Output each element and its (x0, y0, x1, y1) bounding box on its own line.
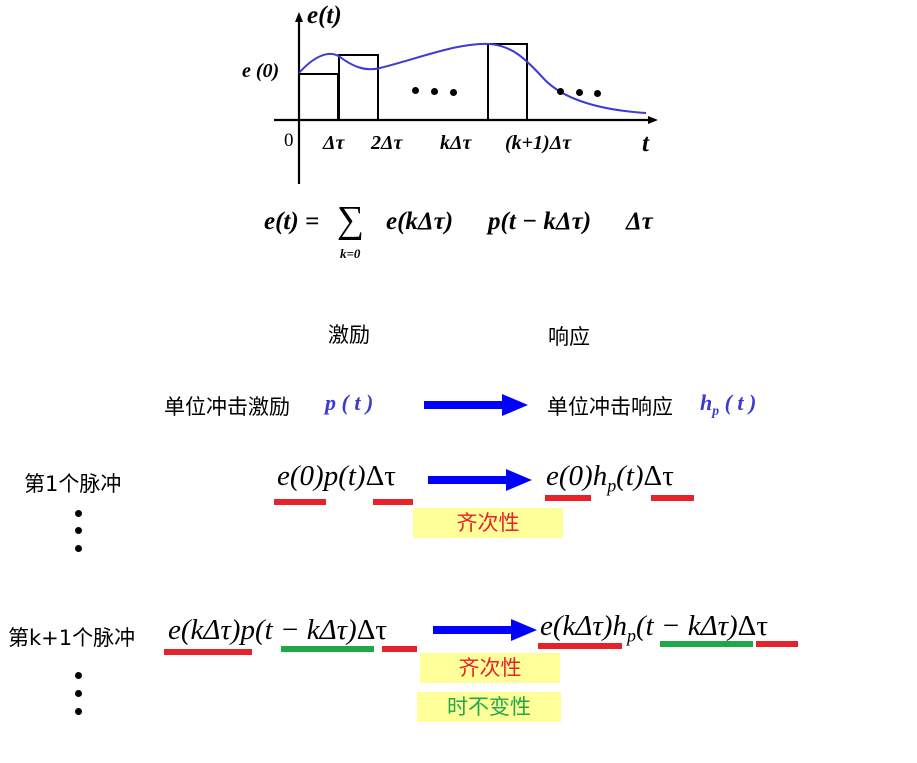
pulse1-output: e(0)hp(t)Δτ (546, 460, 674, 496)
time-invariance-tag: 时不变性 (417, 692, 561, 722)
ellipsis-dot (450, 89, 457, 96)
formula-term2: p(t − kΔτ) (488, 208, 592, 235)
pulsek-input: e(kΔτ)p(t − kΔτ)Δτ (168, 614, 388, 646)
ellipsis-dot (557, 88, 564, 95)
underline-red (545, 495, 591, 501)
header-response: 响应 (548, 325, 590, 349)
formula-term3: Δτ (626, 208, 653, 235)
pulse1-label: 第1个脉冲 (24, 472, 122, 496)
tick-k1dt: (k+1)Δτ (505, 132, 572, 154)
e0-label: e (0) (242, 60, 280, 82)
underline-red (651, 495, 694, 501)
underline-red (538, 643, 622, 649)
pulsek-label: 第k+1个脉冲 (8, 626, 136, 650)
tick-kdt: kΔτ (440, 132, 472, 154)
y-axis-label: e(t) (307, 2, 342, 29)
unit-response-symbol: hp ( t ) (700, 390, 757, 418)
pulse1-input: e(0)p(t)Δτ (277, 460, 396, 492)
unit-response-label: 单位冲击响应 (547, 395, 673, 419)
origin-label: 0 (284, 130, 294, 151)
tick-dt: Δτ (323, 132, 345, 154)
homogeneity-tag: 齐次性 (420, 653, 560, 683)
formula-term1: e(kΔτ) (386, 208, 454, 235)
sum-lower: k=0 (340, 246, 361, 261)
sum-symbol: ∑ (337, 199, 365, 241)
underline-red (164, 649, 252, 655)
underline-red (274, 499, 326, 505)
formula-lhs: e(t) = (264, 208, 320, 235)
underline-red (756, 641, 798, 647)
vertical-ellipsis-dot (75, 708, 82, 715)
vertical-ellipsis-dot (75, 527, 82, 534)
ellipsis-dot (431, 88, 438, 95)
arrow-icon (433, 619, 537, 641)
vertical-ellipsis-dot (75, 545, 82, 552)
vertical-ellipsis-dot (75, 510, 82, 517)
ellipsis-dot (576, 89, 583, 96)
vertical-ellipsis-dot (75, 672, 82, 679)
ellipsis-dot (412, 87, 419, 94)
arrow-icon (428, 469, 532, 491)
header-excitation: 激励 (328, 323, 370, 347)
vertical-ellipsis-dot (75, 690, 82, 697)
underline-red (373, 499, 413, 505)
pulsek-output: e(kΔτ)hp(t − kΔτ)Δτ (540, 610, 768, 646)
underline-green (281, 646, 374, 652)
underline-green (660, 641, 753, 647)
underline-red (382, 646, 417, 652)
homogeneity-tag: 齐次性 (413, 508, 563, 538)
unit-excitation-symbol: p ( t ) (325, 390, 374, 415)
ellipsis-dot (594, 90, 601, 97)
staircase-plot (274, 12, 658, 184)
arrow-icon (424, 394, 528, 416)
unit-excitation-label: 单位冲击激励 (164, 395, 290, 419)
tick-2dt: 2Δτ (371, 132, 403, 154)
x-axis-label: t (642, 130, 649, 157)
